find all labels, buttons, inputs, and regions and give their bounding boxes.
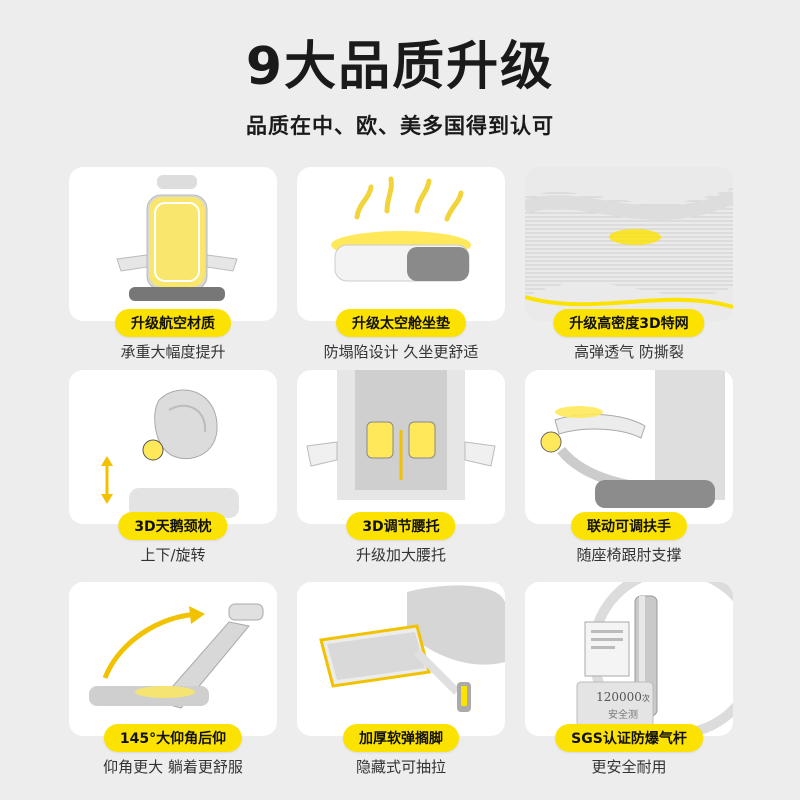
page-title: 9大品质升级 [245,37,555,97]
feature-card-footrest: 加厚软弹搁脚 隐藏式可抽拉 [297,582,505,792]
feature-card-mesh: 升级高密度3D特网 高弹透气 防撕裂 [525,167,733,377]
feature-desc: 更安全耐用 [591,758,667,776]
feature-card-gaslift: 120000次 安全测 SGS认证防爆气杆 更安全耐用 [525,582,733,792]
feature-desc: 仰角更大 躺着更舒服 [103,758,243,776]
certificate-caption: 安全测 [608,710,638,721]
recline-icon [89,603,264,709]
page-subtitle: 品质在中、欧、美多国得到认可 [246,114,554,138]
feature-badge: 加厚软弹搁脚 [343,724,459,752]
certificate-figure: 120000次 [596,690,650,704]
feature-card-headrest: 3D天鹅颈枕 上下/旋转 [69,370,277,580]
feature-desc: 随座椅跟肘支撑 [576,546,682,564]
feature-desc: 上下/旋转 [140,546,206,564]
feature-desc: 升级加大腰托 [355,546,446,564]
feature-badge: SGS认证防爆气杆 [555,724,703,752]
feature-card-lumbar: 3D调节腰托 升级加大腰托 [297,370,505,580]
feature-card-armrest: 联动可调扶手 随座椅跟肘支撑 [525,370,733,580]
mesh-fabric-icon [525,187,733,309]
headrest-icon [101,389,239,518]
feature-desc: 隐藏式可抽拉 [355,758,446,776]
certificate-unit: 次 [641,694,650,703]
lumbar-support-icon [306,370,496,500]
feature-desc: 承重大幅度提升 [120,343,226,361]
feature-card-material: 升级航空材质 承重大幅度提升 [69,167,277,377]
feature-badge: 升级高密度3D特网 [553,309,705,337]
chair-frame-icon [116,175,238,301]
feature-badge: 145°大仰角后仰 [103,724,243,752]
feature-badge: 3D天鹅颈枕 [118,512,228,540]
feature-badge: 联动可调扶手 [571,512,687,540]
feature-card-recline: 145°大仰角后仰 仰角更大 躺着更舒服 [69,582,277,792]
armrest-icon [540,370,725,508]
feature-card-cushion: 升级太空舱坐垫 防塌陷设计 久坐更舒适 [297,167,505,377]
feature-desc: 防塌陷设计 久坐更舒适 [323,343,479,361]
feature-badge: 升级航空材质 [115,309,231,337]
feature-badge: 3D调节腰托 [346,512,456,540]
feature-desc: 高弹透气 防撕裂 [574,343,684,361]
footrest-icon [319,585,505,712]
seat-cushion-icon [331,176,471,282]
feature-badge: 升级太空舱坐垫 [336,309,466,337]
